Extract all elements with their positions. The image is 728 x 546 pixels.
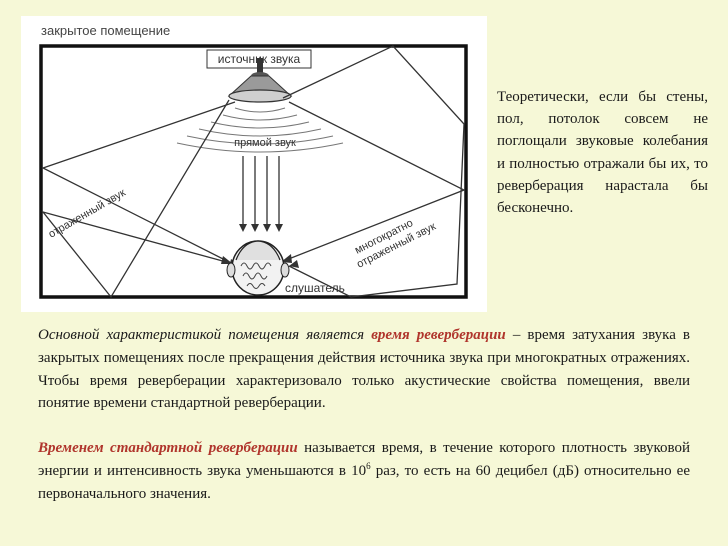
direct-sound-arrowheads: [239, 224, 283, 232]
speaker-icon: [227, 58, 293, 103]
sound-waves: [176, 107, 344, 153]
listener-head-icon: [226, 240, 290, 296]
room-outline: [39, 44, 468, 299]
paragraph2-after-power: раз, то есть на 60 децибел (дБ) относите…: [38, 462, 690, 502]
main-text: Основной характеристикой помещения являе…: [38, 324, 690, 506]
reverberation-diagram: источник звука прямой звук: [21, 16, 487, 312]
paragraph2-before-power: называется время, в течение которого пло…: [38, 440, 690, 479]
room-caption: закрытое помещение: [41, 23, 171, 38]
reflected-sound-label: отраженный звук: [47, 187, 128, 241]
paragraph1-intro: Основной характеристикой помещения являе…: [38, 327, 365, 343]
reflected-sound-rays: [41, 45, 466, 299]
paragraph-reverberation-time: Основной характеристикой помещения являе…: [38, 324, 690, 415]
direct-sound-label: прямой звук: [234, 137, 296, 149]
term-standard-reverberation: Временем стандартной реверберации: [38, 440, 298, 457]
term-reverberation-time: время реверберации: [371, 327, 506, 343]
paragraph-standard-reverberation: Временем стандартной реверберации называ…: [38, 437, 690, 505]
direct-sound-arrows: [242, 156, 280, 226]
paragraph2-power: 6: [366, 460, 371, 471]
side-note: Теоретически, если бы стены, пол, потоло…: [497, 89, 708, 217]
room-diagram-svg: источник звука прямой звук: [39, 44, 468, 299]
paragraph1-rest: – время затухания звука в закрытых помещ…: [38, 327, 691, 412]
listener-label: слушатель: [285, 281, 345, 295]
